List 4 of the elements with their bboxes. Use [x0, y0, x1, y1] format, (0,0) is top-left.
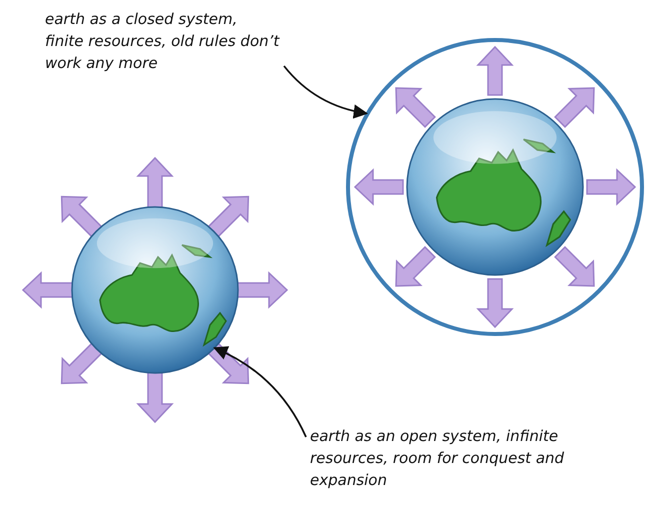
curved-arrow	[213, 346, 307, 438]
curved-arrow	[283, 65, 368, 118]
annotation-text: earth as an open system, infinite resources, room for conquest and expansion	[310, 426, 566, 491]
annotation-text: earth as a closed system, finite resources, old rules don’t work any more	[45, 9, 280, 74]
